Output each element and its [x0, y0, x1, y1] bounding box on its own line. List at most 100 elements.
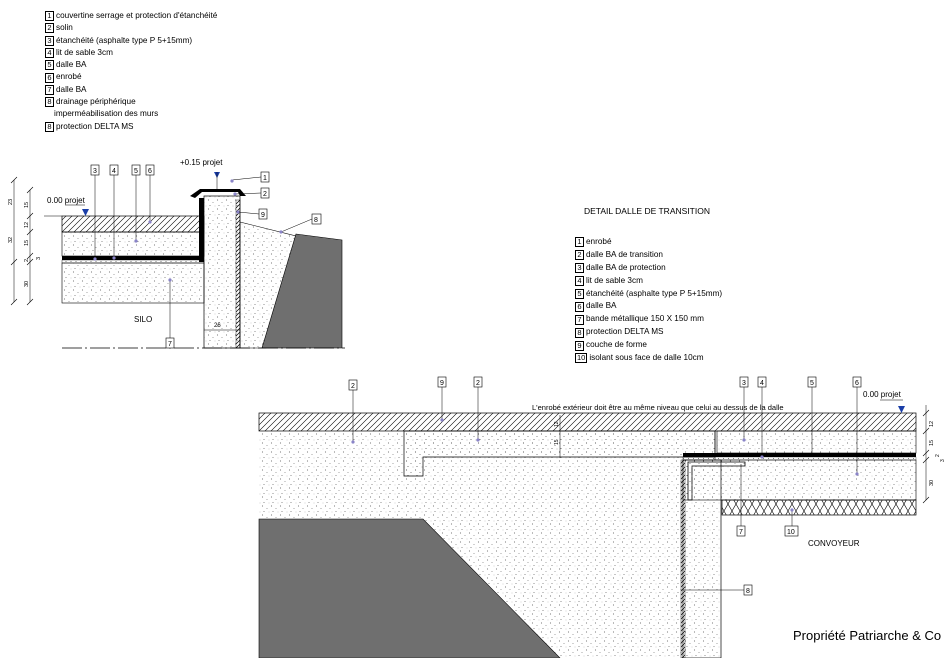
top-callout-7: 7 — [165, 278, 175, 349]
top-dim-23: 23 — [8, 199, 14, 205]
top-coping — [190, 189, 246, 198]
bottom-mid-dim-15: 15 — [554, 439, 560, 445]
top-dim-2: 2 — [24, 259, 30, 262]
top-level-label: 0.00 projet — [47, 196, 86, 205]
svg-text:6: 6 — [855, 380, 859, 387]
bottom-callout-9: 9 — [437, 376, 447, 422]
bottom-callout-8: 8 — [683, 584, 753, 596]
bottom-dim-3: 3 — [940, 459, 945, 462]
top-callout-8: 8 — [279, 213, 322, 234]
top-dim-26: 26 — [214, 323, 221, 329]
bottom-callout-4: 4 — [757, 376, 767, 459]
svg-text:2: 2 — [263, 191, 267, 198]
top-waterproofing — [62, 256, 204, 260]
bottom-callout-2-mid: 2 — [473, 376, 483, 442]
top-dimension-chain — [10, 176, 34, 306]
top-callout-2: 2 — [233, 187, 270, 199]
bottom-callout-6: 6 — [852, 376, 862, 476]
bottom-level-label: 0.00 projet — [863, 390, 902, 399]
top-wall-waterproofing — [199, 198, 204, 262]
bottom-callout-3: 3 — [739, 376, 749, 442]
svg-text:5: 5 — [810, 380, 814, 387]
top-dim-3: 3 — [36, 257, 42, 260]
top-callout-6: 6 — [145, 164, 155, 224]
top-dim-12: 12 — [24, 222, 30, 228]
svg-text:9: 9 — [440, 380, 444, 387]
top-callout-3: 3 — [90, 164, 100, 261]
bottom-wall — [682, 459, 722, 658]
top-dim-15a: 15 — [24, 202, 30, 208]
svg-text:8: 8 — [314, 217, 318, 224]
top-callout-4: 4 — [109, 164, 119, 260]
transition-detail: L'enrobé extérieur doit être au même niv… — [258, 376, 945, 658]
top-dim-32: 32 — [8, 237, 14, 243]
svg-text:7: 7 — [739, 529, 743, 536]
bottom-level-marker-icon — [898, 406, 905, 413]
svg-text:8: 8 — [746, 588, 750, 595]
top-callout-5: 5 — [131, 164, 141, 243]
bottom-dim-2: 2 — [935, 454, 941, 457]
bottom-callout-2-left: 2 — [348, 379, 358, 444]
top-enrobe-layer — [61, 215, 205, 233]
bottom-note: L'enrobé extérieur doit être au même niv… — [532, 403, 784, 412]
top-parapet-label: +0.15 projet — [180, 158, 223, 167]
bottom-protection-slab — [716, 430, 917, 454]
bottom-callout-5: 5 — [807, 376, 817, 455]
svg-text:2: 2 — [351, 383, 355, 390]
top-dim-15b: 15 — [24, 240, 30, 246]
top-level-marker-icon — [82, 209, 89, 216]
bottom-wall-protection — [680, 459, 686, 658]
svg-text:1: 1 — [263, 175, 267, 182]
svg-text:3: 3 — [93, 168, 97, 175]
bottom-mid-dim-12: 12 — [554, 421, 560, 427]
bottom-waterproofing — [683, 453, 916, 457]
bottom-callout-7: 7 — [736, 464, 746, 537]
top-structural-slab — [61, 262, 205, 304]
bottom-insulation — [721, 499, 917, 516]
legend-top-item: imperméabilisation des murs — [54, 109, 159, 119]
bottom-convoyeur-label: CONVOYEUR — [808, 539, 860, 548]
bottom-dim-30: 30 — [929, 480, 935, 486]
svg-text:6: 6 — [148, 168, 152, 175]
top-wall — [203, 195, 241, 349]
svg-text:9: 9 — [261, 212, 265, 219]
bottom-dim-15: 15 — [929, 440, 935, 446]
top-protection-slab — [61, 231, 205, 257]
credit-text: Propriété Patriarche & Co — [793, 628, 942, 643]
bottom-dim-12: 12 — [929, 421, 935, 427]
svg-text:4: 4 — [760, 380, 764, 387]
svg-text:10: 10 — [787, 529, 795, 536]
svg-text:3: 3 — [742, 380, 746, 387]
top-callout-1: 1 — [230, 171, 270, 183]
top-callout-9: 9 — [236, 208, 268, 220]
top-silo-label: SILO — [134, 315, 152, 324]
bottom-drainage-mass — [258, 518, 561, 658]
svg-text:4: 4 — [112, 168, 116, 175]
silo-detail: 0.00 projet +0.15 projet SILO 26 23 15 1… — [8, 158, 345, 349]
svg-text:2: 2 — [476, 380, 480, 387]
bottom-callout-10: 10 — [784, 508, 799, 537]
bottom-enrobe-layer — [258, 412, 917, 432]
svg-text:5: 5 — [134, 168, 138, 175]
detail-title: DETAIL DALLE DE TRANSITION — [584, 206, 710, 216]
top-dim-30: 30 — [24, 281, 30, 287]
